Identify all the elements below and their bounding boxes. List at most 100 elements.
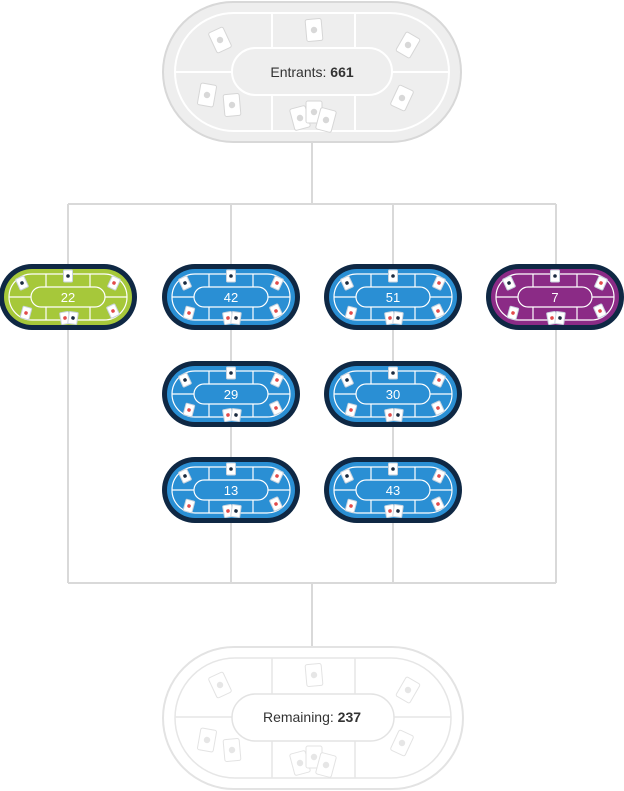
table-count: 13 (224, 483, 238, 498)
playing-card (230, 311, 242, 325)
playing-card (502, 275, 516, 291)
playing-card (392, 311, 404, 325)
playing-card (178, 372, 192, 388)
playing-card (388, 366, 398, 380)
table-label-pill (355, 383, 431, 405)
entrants-label-pill (231, 47, 393, 96)
entrants-label: Entrants: 661 (270, 64, 353, 80)
table-label-pill (193, 286, 269, 308)
playing-card (431, 400, 445, 416)
playing-card (230, 504, 242, 518)
playing-card (197, 727, 217, 753)
playing-card (388, 462, 398, 476)
connector-lines (67, 140, 557, 648)
playing-card (226, 462, 236, 476)
playing-card (340, 275, 354, 291)
playing-card (182, 305, 196, 321)
entrants-count: 661 (330, 64, 354, 80)
playing-card (15, 275, 29, 291)
table-count: 22 (61, 290, 75, 305)
playing-card (208, 26, 232, 54)
remaining-label-pill (231, 693, 395, 742)
playing-card (432, 275, 446, 291)
playing-card (340, 468, 354, 484)
table-blue-29: 29 (162, 361, 300, 427)
playing-card (431, 496, 445, 512)
playing-card (208, 671, 232, 699)
playing-card (67, 311, 79, 325)
table-count: 7 (551, 290, 558, 305)
playing-card (222, 738, 242, 762)
playing-card (19, 305, 33, 321)
playing-card (226, 269, 236, 283)
playing-card (344, 402, 358, 418)
playing-card (431, 303, 445, 319)
playing-card (390, 84, 414, 112)
playing-card (593, 303, 607, 319)
table-purple-7: 7 (486, 264, 624, 330)
playing-card (554, 311, 566, 325)
playing-card (270, 468, 284, 484)
remaining-count: 237 (338, 709, 362, 725)
playing-card (222, 93, 242, 117)
remaining-table: Remaining: 237 (162, 646, 464, 790)
playing-card (550, 269, 560, 283)
table-blue-13: 13 (162, 457, 300, 523)
playing-card (197, 82, 217, 108)
playing-card (390, 729, 414, 757)
table-label-pill (517, 286, 593, 308)
table-label-pill (355, 286, 431, 308)
playing-card (182, 402, 196, 418)
table-label-pill (193, 383, 269, 405)
playing-card (107, 275, 121, 291)
entrants-label-text: Entrants: (270, 64, 326, 80)
table-blue-30: 30 (324, 361, 462, 427)
playing-card (289, 105, 311, 131)
playing-card (270, 372, 284, 388)
table-count: 30 (386, 387, 400, 402)
playing-card (178, 275, 192, 291)
table-count: 51 (386, 290, 400, 305)
playing-card (269, 303, 283, 319)
table-count: 43 (386, 483, 400, 498)
playing-card (594, 275, 608, 291)
playing-card (269, 496, 283, 512)
playing-card (63, 269, 73, 283)
playing-card (178, 468, 192, 484)
card-decorations (197, 18, 421, 133)
table-label-pill (193, 479, 269, 501)
playing-card (392, 408, 404, 422)
playing-card (230, 408, 242, 422)
remaining-label-text: Remaining: (263, 709, 334, 725)
playing-card (395, 676, 421, 704)
table-blue-42: 42 (162, 264, 300, 330)
table-label-pill (355, 479, 431, 501)
table-green-22: 22 (0, 264, 137, 330)
table-blue-51: 51 (324, 264, 462, 330)
playing-card (304, 18, 324, 42)
playing-card (506, 305, 520, 321)
card-decorations (197, 663, 421, 778)
playing-card (106, 303, 120, 319)
playing-card (315, 107, 337, 133)
playing-card (304, 663, 324, 687)
small-tables: 22 42 51 7 29 30 13 43 (0, 264, 624, 523)
playing-card (395, 31, 421, 59)
playing-card (344, 498, 358, 514)
playing-card (344, 305, 358, 321)
entrants-table: Entrants: 661 (162, 1, 462, 143)
playing-card (270, 275, 284, 291)
playing-card (388, 269, 398, 283)
playing-card (340, 372, 354, 388)
playing-card (392, 504, 404, 518)
playing-card (432, 372, 446, 388)
playing-card (269, 400, 283, 416)
table-blue-43: 43 (324, 457, 462, 523)
table-count: 42 (224, 290, 238, 305)
table-label-pill (30, 286, 106, 308)
playing-card (432, 468, 446, 484)
playing-card (182, 498, 196, 514)
playing-card (315, 752, 337, 778)
table-count: 29 (224, 387, 238, 402)
